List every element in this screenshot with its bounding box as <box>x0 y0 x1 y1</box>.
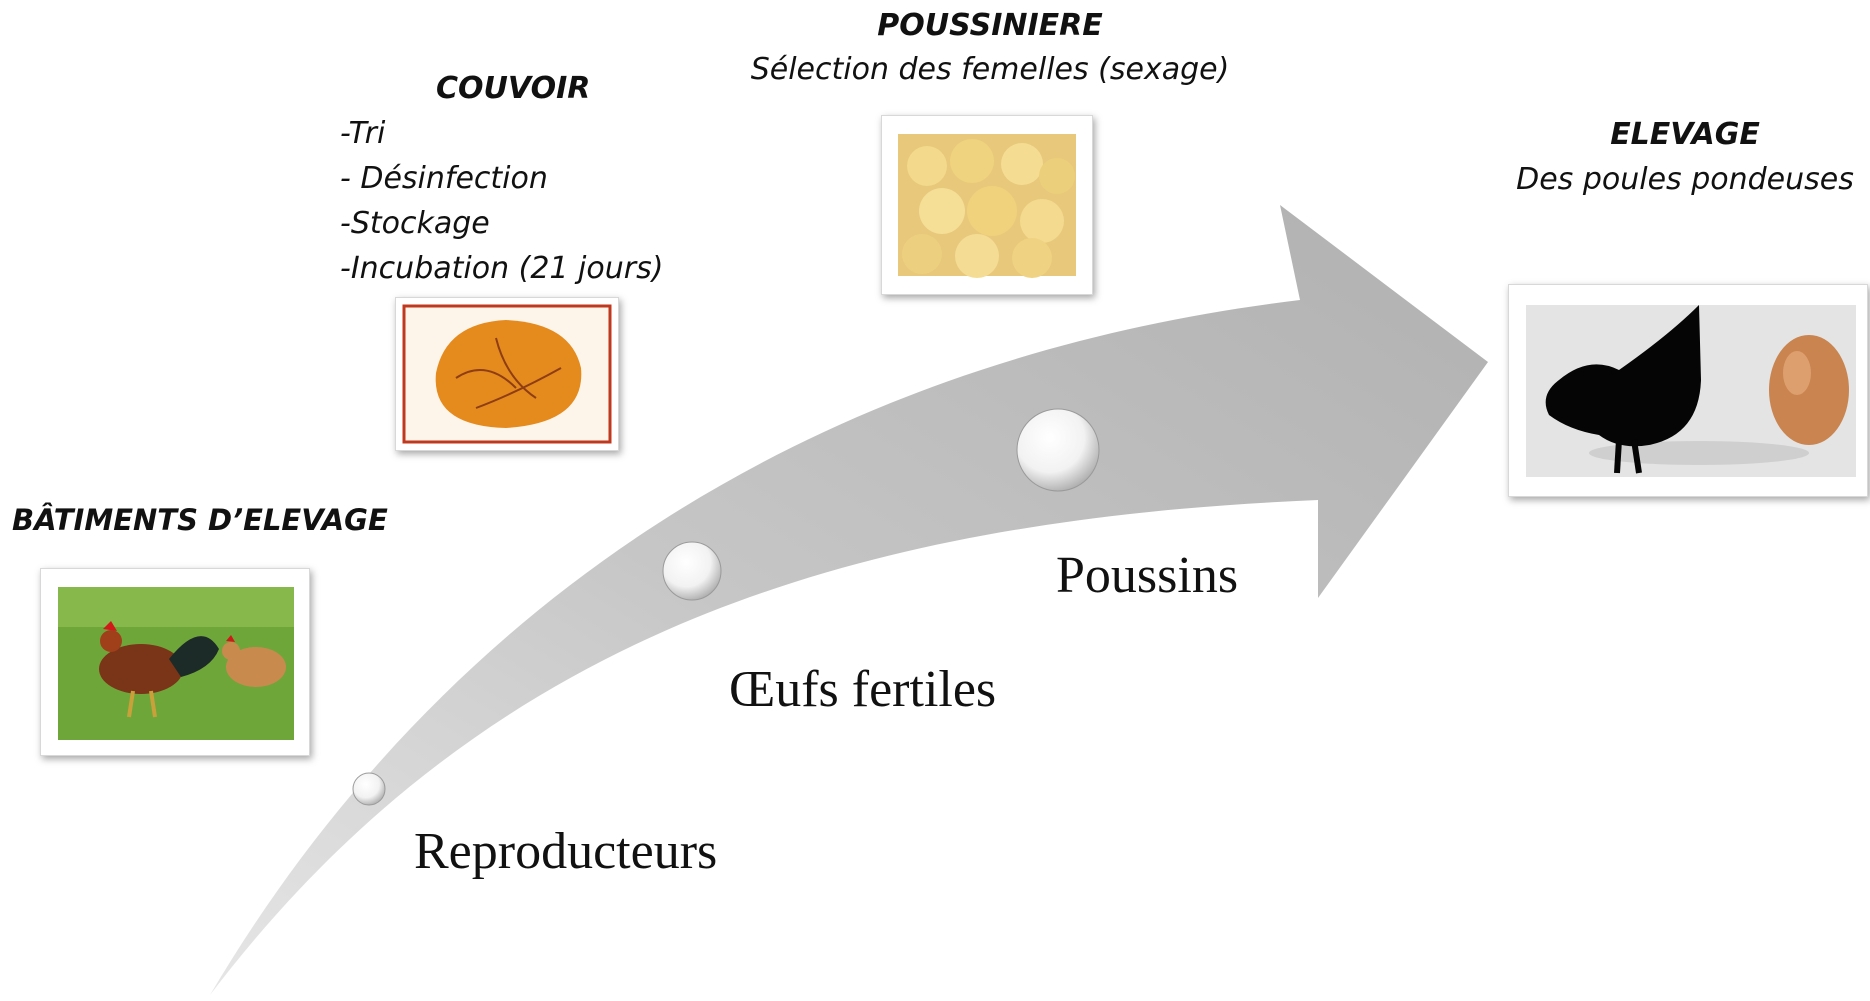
stage-batiments: BÂTIMENTS D’ELEVAGE <box>12 503 388 537</box>
couvoir-step-incubation: -Incubation (21 jours) <box>340 246 663 291</box>
couvoir-step-tri: -Tri <box>340 111 663 156</box>
couvoir-step-desinfection: - Désinfection <box>340 156 663 201</box>
poussiniere-description: Sélection des femelles (sexage) <box>746 48 1234 92</box>
label-reproducteurs: Reproducteurs <box>414 822 717 881</box>
stage-couvoir: COUVOIR -Tri - Désinfection -Stockage -I… <box>340 66 663 291</box>
hen-and-egg-photo <box>1508 284 1868 497</box>
incubated-egg-photo <box>395 297 619 451</box>
rooster-and-hen-photo <box>40 568 310 756</box>
couvoir-step-stockage: -Stockage <box>340 201 663 246</box>
stage-title: ELEVAGE <box>1505 112 1865 157</box>
chicks-photo <box>881 115 1093 295</box>
stage-poussiniere: POUSSINIERE Sélection des femelles (sexa… <box>746 4 1234 92</box>
stage-title: POUSSINIERE <box>746 4 1234 48</box>
stage-title: COUVOIR <box>340 66 663 111</box>
bubble-marker-2 <box>663 542 721 600</box>
stage-title: BÂTIMENTS D’ELEVAGE <box>12 503 388 537</box>
elevage-description: Des poules pondeuses <box>1505 157 1865 202</box>
stage-elevage: ELEVAGE Des poules pondeuses <box>1505 112 1865 202</box>
bubble-marker-1 <box>353 773 385 805</box>
bubble-marker-3 <box>1017 409 1099 491</box>
label-oeufs-fertiles: Œufs fertiles <box>729 660 996 719</box>
label-poussins: Poussins <box>1056 546 1238 605</box>
